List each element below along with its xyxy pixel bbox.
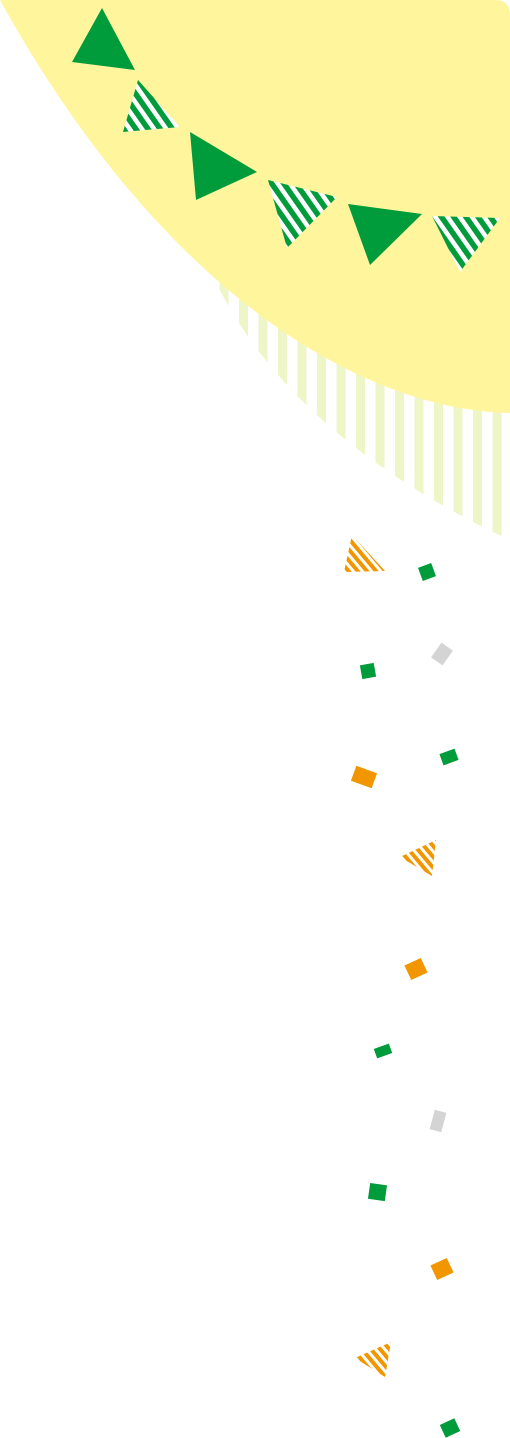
confetti-striped-triangle <box>400 840 436 876</box>
bunting-flag-solid <box>348 204 422 265</box>
confetti-square <box>429 1109 447 1133</box>
bunting-flag-striped <box>268 180 337 248</box>
shadow-stripe <box>336 200 346 540</box>
confetti-striped-triangle <box>344 535 385 572</box>
confetti-square <box>367 1182 388 1202</box>
bunting-garland <box>72 8 500 272</box>
confetti-square <box>350 765 378 789</box>
confetti-square <box>431 642 453 666</box>
bunting-flag-striped <box>432 216 500 272</box>
confetti-square <box>404 957 428 981</box>
confetti-square <box>439 1418 461 1438</box>
shadow-stripe <box>278 200 287 540</box>
shadow-stripe <box>317 200 326 540</box>
bunting-flag-striped <box>123 80 180 132</box>
confetti-striped-triangle <box>355 1342 391 1377</box>
bunting-flag-solid <box>190 132 257 200</box>
confetti-square <box>373 1043 393 1059</box>
confetti-group <box>344 535 461 1438</box>
confetti-square <box>359 662 377 680</box>
shadow-stripe <box>297 200 307 540</box>
bunting-flag-solid <box>72 8 135 70</box>
yellow-quarter-shape <box>0 0 510 413</box>
confetti-square <box>439 748 459 766</box>
confetti-square <box>430 1257 454 1281</box>
confetti-square <box>418 563 436 581</box>
